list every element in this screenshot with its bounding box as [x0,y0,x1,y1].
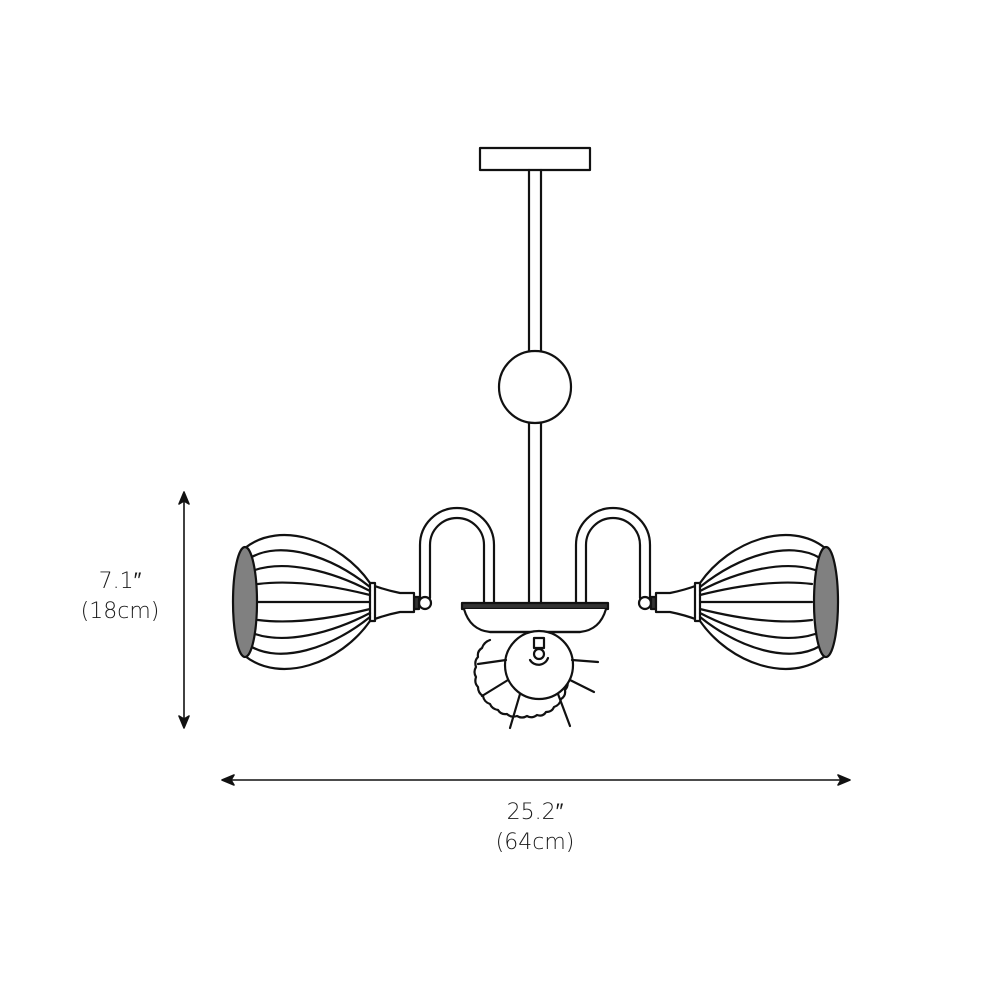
height-dimension-arrow [178,491,190,729]
down-rod-upper [527,168,543,354]
left-joint [368,581,433,623]
height-imperial: 7.1″ [98,569,142,594]
down-rod-lower [527,421,543,607]
height-metric: (18cm) [80,599,160,624]
width-metric: (64cm) [495,830,575,855]
right-ribbed-shade [698,533,840,671]
width-dimension-label: 25.2″ (64cm) [460,798,610,858]
right-arm [574,506,652,607]
right-joint [637,581,702,623]
sphere-ornament [497,349,573,425]
left-arm [418,506,496,607]
width-dimension-arrow [221,774,851,786]
ceiling-canopy [478,146,592,172]
center-body [460,601,610,634]
width-imperial: 25.2″ [506,800,564,825]
left-ribbed-shade [231,533,372,671]
center-scalloped-shade [473,629,600,730]
height-dimension-label: 7.1″ (18cm) [70,567,170,627]
